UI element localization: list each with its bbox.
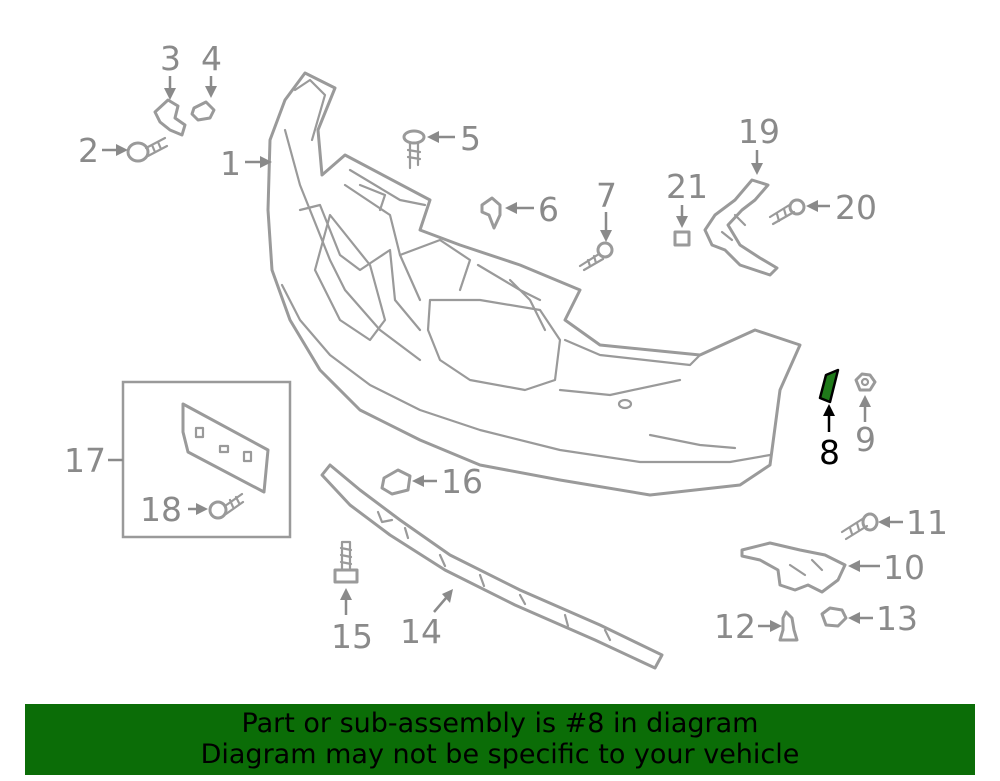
callout-18: 18 (140, 490, 182, 529)
license-plate-bracket-part[interactable] (181, 402, 270, 494)
bolt-part-7[interactable] (578, 241, 614, 272)
license-bracket-group-17 (121, 380, 292, 539)
callout-13: 13 (876, 599, 918, 638)
screw-part-18[interactable] (208, 492, 245, 520)
callout-11: 11 (906, 503, 948, 542)
bracket-part-19[interactable] (703, 178, 779, 277)
push-pin-part-12[interactable] (778, 610, 799, 642)
highlighted-part-8[interactable] (818, 368, 840, 404)
bracket-part-10[interactable] (740, 541, 847, 594)
clip-part-4[interactable] (190, 100, 216, 122)
callout-17: 17 (64, 441, 106, 480)
nut-part-9[interactable] (854, 372, 877, 392)
callout-16: 16 (441, 462, 483, 501)
callout-10: 10 (883, 548, 925, 587)
callout-2: 2 (78, 131, 99, 170)
bolt-part-20[interactable] (768, 198, 806, 226)
callout-20: 20 (835, 188, 877, 227)
callout-19: 19 (738, 112, 780, 151)
nut-part-13[interactable] (820, 606, 848, 628)
push-pin-part-6[interactable] (480, 196, 502, 230)
bracket-part-3[interactable] (153, 98, 187, 137)
callout-7: 7 (596, 176, 617, 215)
callout-5: 5 (460, 119, 481, 158)
callout-8: 8 (819, 433, 840, 472)
leader-lines (102, 76, 903, 632)
callout-3: 3 (160, 39, 181, 78)
callout-14: 14 (400, 612, 442, 651)
absorber-part-14[interactable] (320, 463, 664, 670)
callout-9: 9 (855, 420, 876, 459)
callout-6: 6 (538, 190, 559, 229)
callout-1: 1 (220, 144, 241, 183)
info-banner: Part or sub-assembly is #8 in diagram Di… (25, 704, 975, 775)
callout-labels: 1 2 3 4 5 6 7 8 9 10 11 12 13 14 15 16 1… (64, 39, 948, 656)
callout-21: 21 (666, 167, 708, 206)
parts-diagram: 1 2 3 4 5 6 7 8 9 10 11 12 13 14 15 16 1… (64, 39, 948, 670)
callout-15: 15 (331, 617, 373, 656)
clip-part-21[interactable] (673, 230, 691, 247)
callout-4: 4 (201, 39, 222, 78)
clip-part-16[interactable] (380, 468, 412, 496)
bolt-part-11[interactable] (840, 512, 879, 541)
banner-line-disclaimer: Diagram may not be specific to your vehi… (200, 739, 800, 770)
bolt-part-2[interactable] (126, 136, 169, 163)
callout-12: 12 (714, 607, 756, 646)
stud-part-15[interactable] (333, 540, 359, 584)
banner-line-part: Part or sub-assembly is #8 in diagram (241, 708, 759, 739)
bumper-cover-part[interactable] (266, 71, 802, 497)
screw-part-5[interactable] (402, 129, 426, 170)
